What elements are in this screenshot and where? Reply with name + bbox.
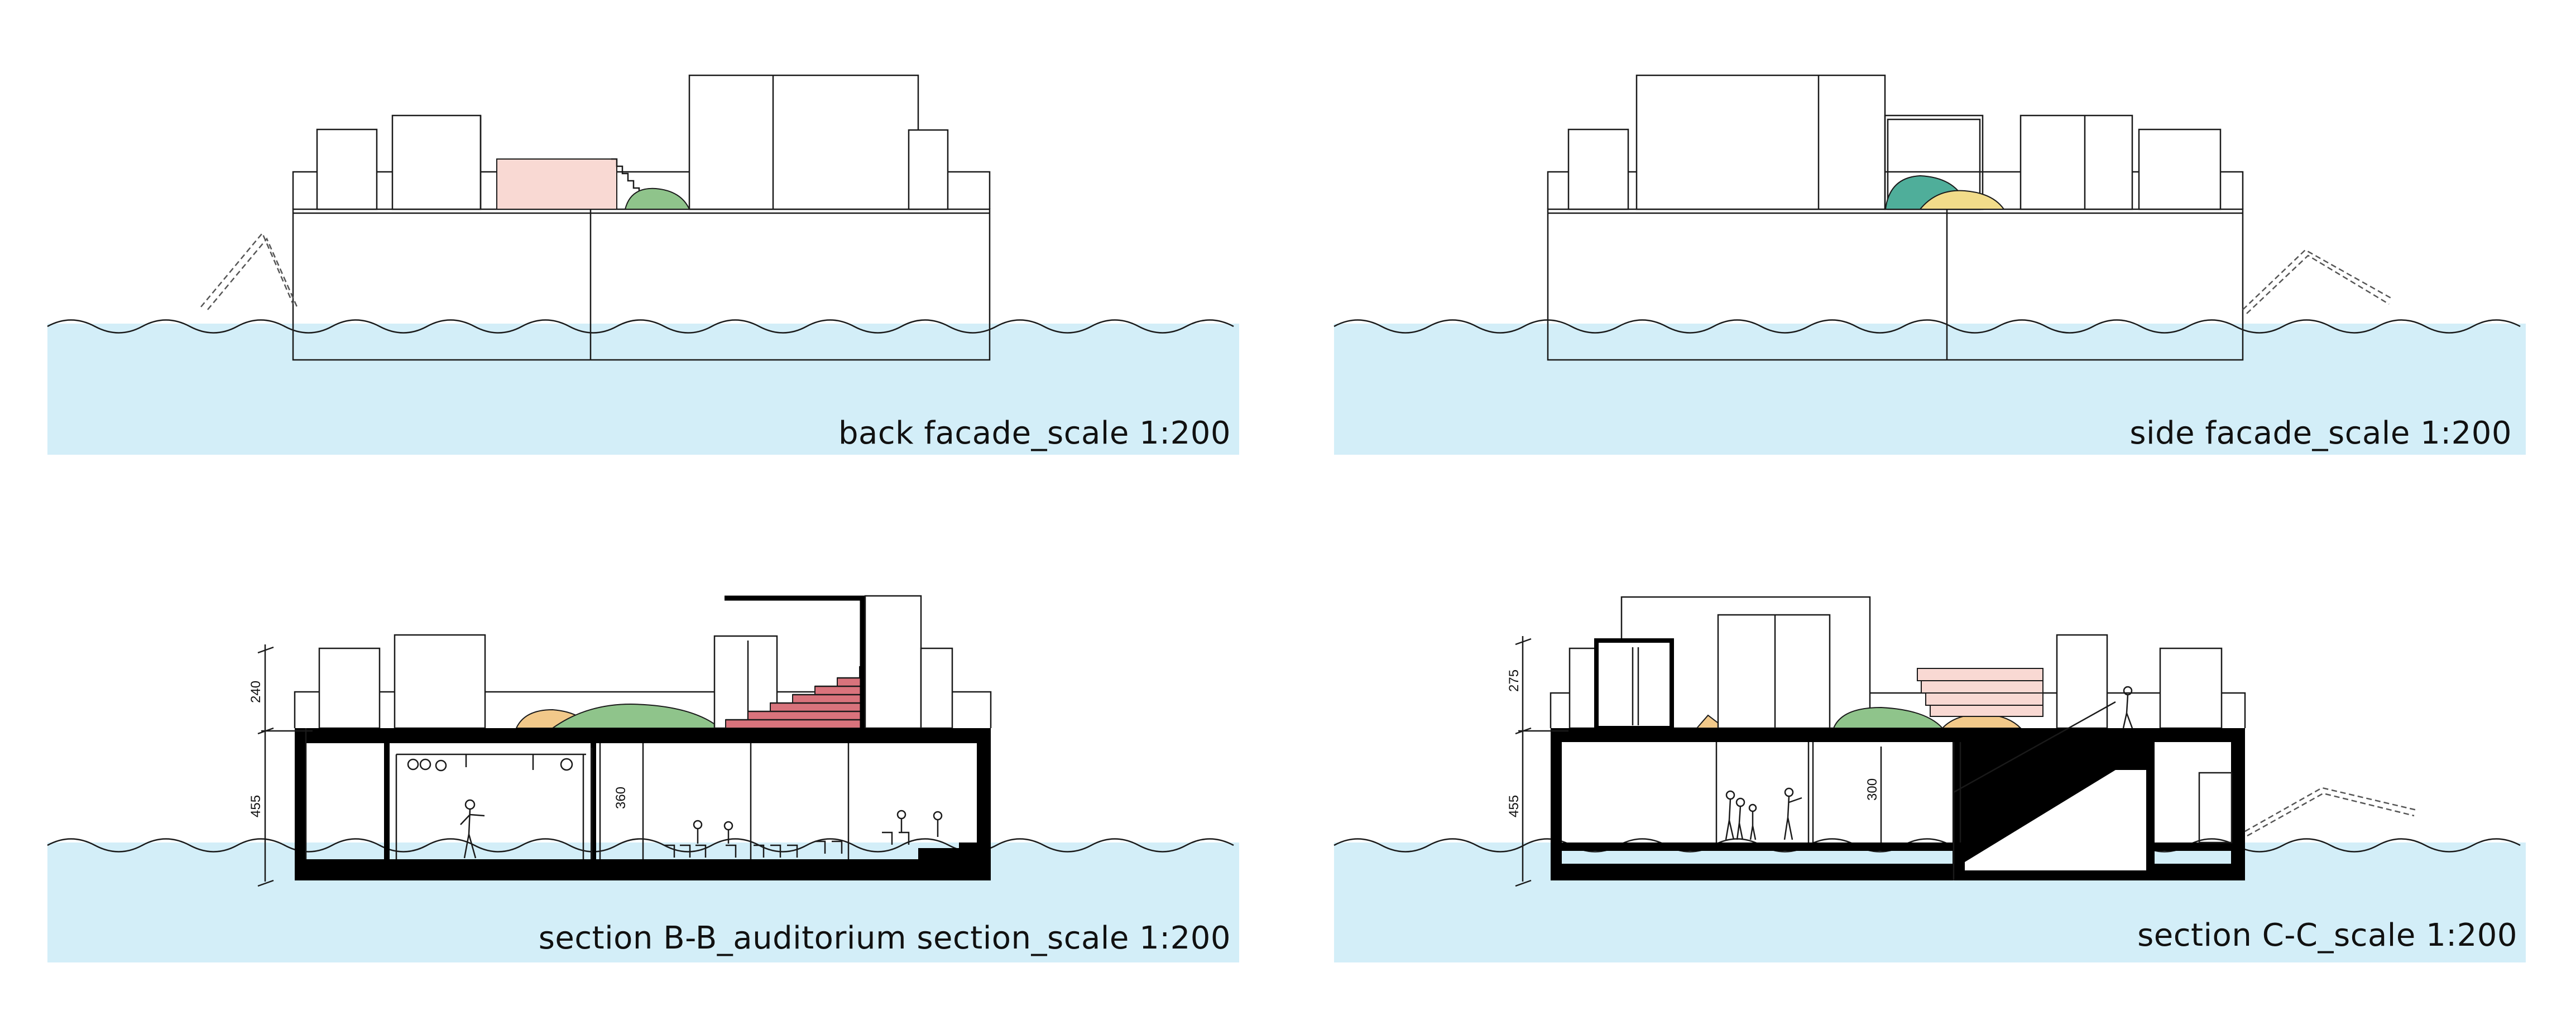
interior-wall — [591, 743, 596, 859]
deck-box — [394, 634, 486, 729]
dimension-label: 360 — [613, 787, 629, 809]
water-area — [1334, 843, 2526, 962]
pink-block — [496, 158, 617, 210]
deck-railing — [292, 171, 991, 209]
stair-steps — [1956, 747, 2121, 841]
dimension-label: 455 — [248, 795, 263, 817]
gangway — [2244, 787, 2417, 837]
interior-wall — [384, 743, 390, 859]
lighting-rig — [395, 753, 586, 859]
deck-box — [2019, 114, 2133, 210]
dimension-label: 300 — [1865, 778, 1880, 801]
deck-railing — [1547, 171, 2244, 209]
side-facade-panel: side facade_scale 1:200 — [1333, 74, 2526, 455]
dimension-label: 275 — [1507, 670, 1522, 692]
green-mound — [624, 187, 690, 210]
door — [2198, 772, 2233, 844]
section-b-panel: 240 455 360 section B-B_auditorium secti… — [47, 595, 1239, 962]
water-wave-line — [1333, 838, 2521, 853]
panel-caption: back facade_scale 1:200 — [838, 415, 1231, 451]
section-c-panel: 275 455 300 section C-C_scale 1:200 — [1333, 596, 2526, 962]
deck-box — [391, 114, 482, 210]
deck-box — [318, 647, 381, 729]
water-area — [47, 324, 1239, 455]
person-figure — [460, 799, 485, 859]
deck-railing — [1550, 692, 2246, 728]
deck-box — [2056, 634, 2108, 729]
deck-box — [1567, 128, 1629, 210]
tower-block — [864, 595, 922, 729]
dimension-line — [1515, 636, 1882, 887]
green-mound — [1833, 706, 1944, 729]
deck-box — [920, 647, 953, 729]
deck-box — [316, 128, 378, 210]
panel-caption: section C-C_scale 1:200 — [2137, 917, 2517, 954]
water-wave-line — [47, 838, 1234, 853]
framed-box — [1594, 638, 1674, 730]
person-figure — [2122, 686, 2133, 729]
dimension-label: 455 — [1507, 795, 1522, 817]
dimension-label: 240 — [248, 681, 263, 703]
water-area — [1334, 324, 2526, 455]
gangway — [200, 232, 299, 310]
back-facade-panel: back facade_scale 1:200 — [47, 74, 1239, 455]
inner-block — [1717, 614, 1831, 729]
deck-box — [2159, 647, 2223, 729]
large-block — [1635, 74, 1886, 210]
hull-section — [295, 728, 991, 880]
people-group — [1725, 787, 1802, 840]
panel-caption: side facade_scale 1:200 — [2129, 415, 2512, 451]
large-block — [688, 74, 919, 210]
water-wave-line — [1333, 319, 2521, 334]
deck-railing — [294, 691, 992, 728]
gangway — [2242, 249, 2392, 314]
deck-box — [908, 129, 949, 210]
green-mound — [550, 703, 722, 729]
yellow-mound — [1918, 190, 2005, 210]
panel-caption: section B-B_auditorium section_scale 1:2… — [539, 920, 1231, 956]
deck-box — [2138, 128, 2222, 210]
water-wave-line — [47, 319, 1234, 334]
auditorium-seats — [664, 810, 943, 858]
dimension-line — [257, 644, 593, 887]
canopy-frame — [725, 595, 865, 728]
pink-stair-block — [1917, 668, 2043, 717]
